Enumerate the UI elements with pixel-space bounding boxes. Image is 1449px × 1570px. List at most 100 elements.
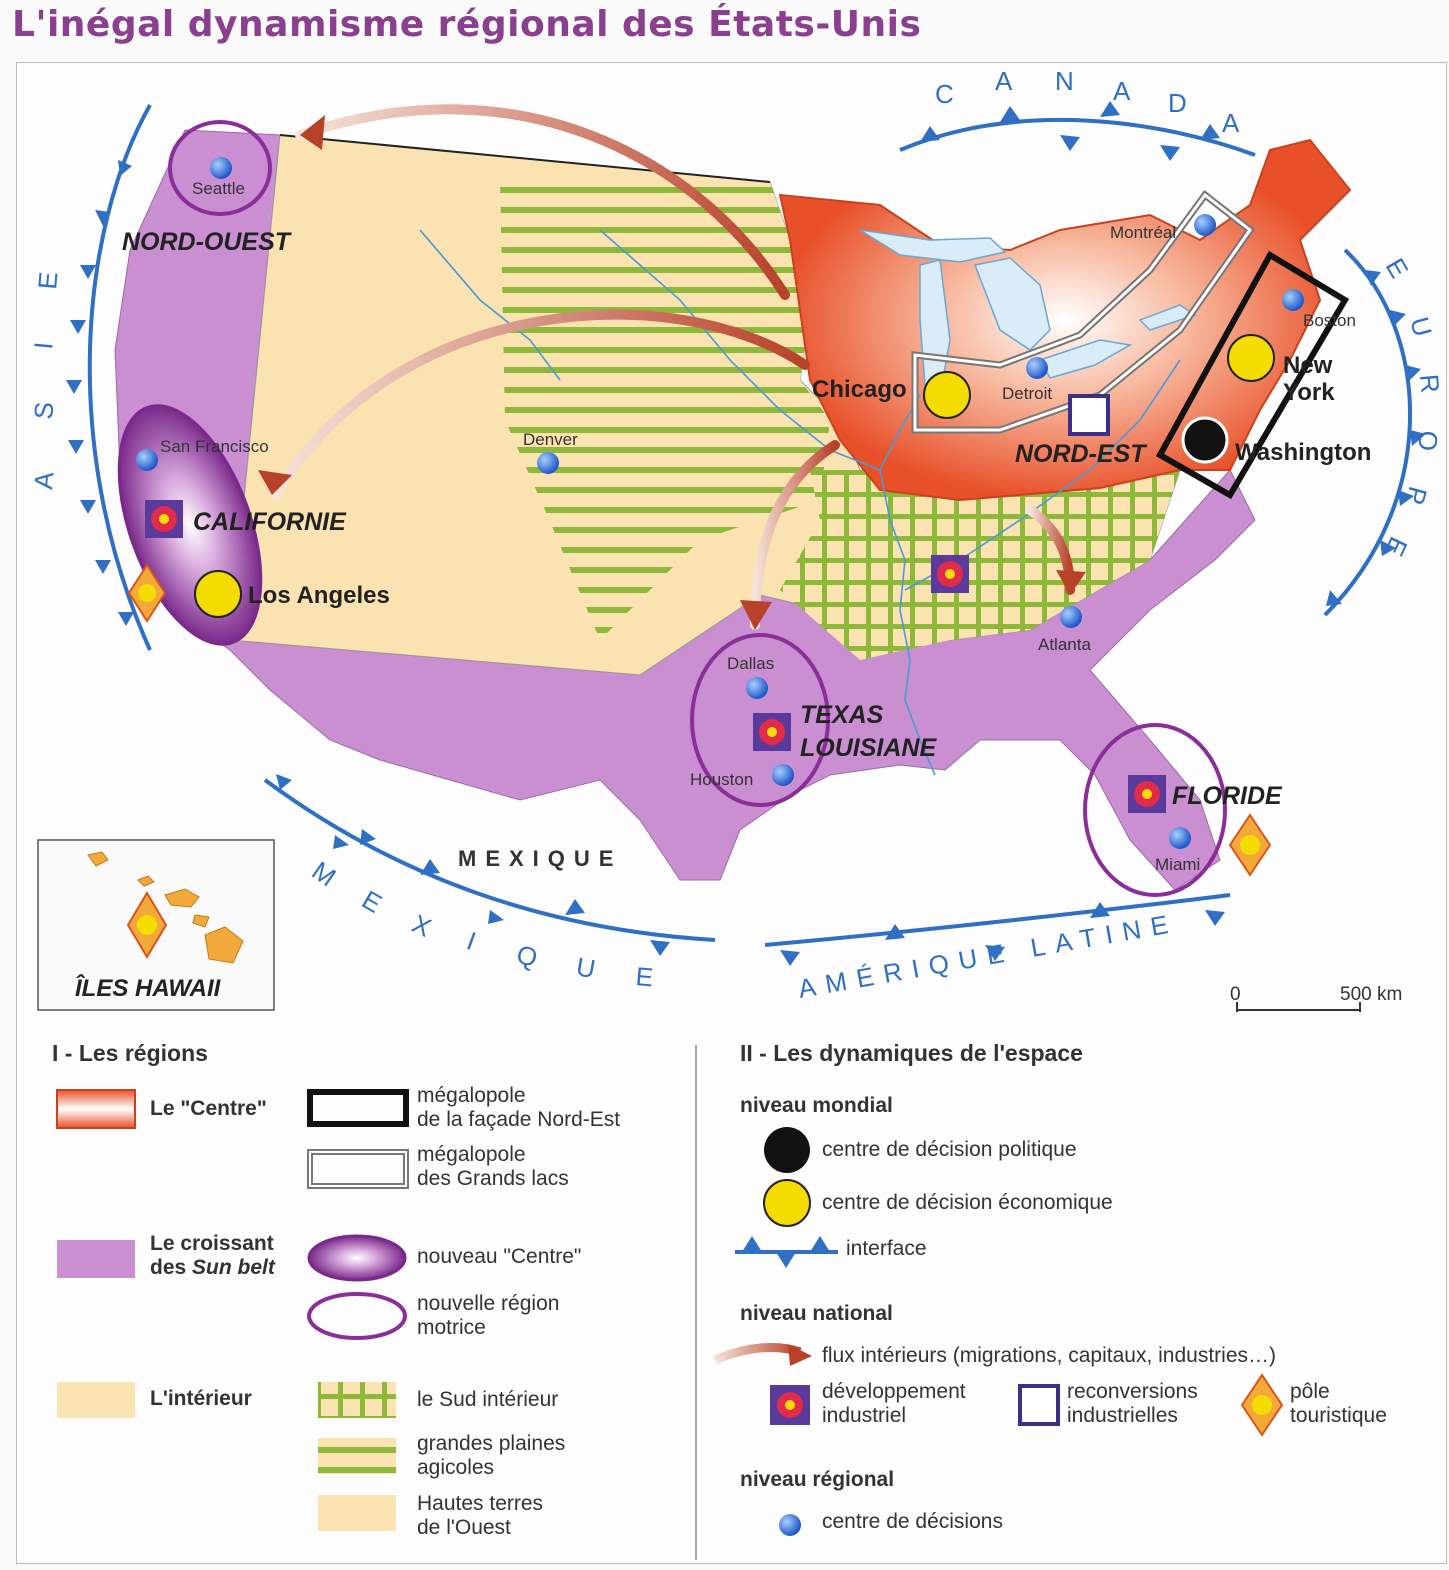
swatch-pole bbox=[1240, 1373, 1284, 1437]
legend-centre-decisions: centre de décisions bbox=[822, 1510, 1003, 1533]
city-dot-detroit bbox=[1026, 357, 1048, 379]
scale-label: 500 km bbox=[1340, 984, 1402, 1005]
asie-e: E bbox=[32, 271, 63, 291]
city-miami: Miami bbox=[1155, 855, 1200, 874]
industrial-dev-ca bbox=[145, 500, 183, 538]
swatch-economique bbox=[763, 1179, 811, 1227]
industrial-dev-south bbox=[931, 555, 969, 593]
asie-a: A bbox=[28, 470, 59, 491]
city-dot-boston bbox=[1282, 289, 1304, 311]
tourist-pole-ca bbox=[127, 563, 167, 623]
interface-canada bbox=[899, 118, 1256, 157]
legend-swatches bbox=[56, 1089, 1284, 1536]
canada-d: D bbox=[1168, 88, 1187, 118]
asie-s: S bbox=[28, 401, 59, 421]
region-floride: FLORIDE bbox=[1172, 782, 1283, 810]
eco-centre-ny bbox=[1227, 334, 1275, 382]
city-atlanta: Atlanta bbox=[1038, 635, 1091, 654]
swatch-flux bbox=[713, 1342, 812, 1366]
city-dot-denver bbox=[537, 452, 559, 474]
scale-bar bbox=[1236, 1002, 1361, 1012]
asie-i: I bbox=[28, 341, 59, 351]
legend-interface: interface bbox=[846, 1237, 927, 1260]
swatch-recon bbox=[1018, 1384, 1060, 1426]
rivers bbox=[419, 229, 1181, 776]
industrial-dev-texas bbox=[753, 713, 791, 751]
city-dot-dallas bbox=[746, 677, 768, 699]
europe-o: O bbox=[1412, 429, 1444, 452]
legend-niveau-national: niveau national bbox=[740, 1302, 893, 1325]
tourist-pole-hawaii bbox=[126, 891, 168, 959]
texas-circle bbox=[690, 633, 830, 807]
region-texas: TEXAS bbox=[800, 701, 884, 729]
canada-border bbox=[279, 134, 771, 183]
legend-section-1: I - Les régions bbox=[52, 1040, 208, 1066]
legend-niveau-mondial: niveau mondial bbox=[740, 1094, 893, 1117]
eco-centre-la bbox=[194, 570, 242, 618]
city-dot-sf bbox=[136, 449, 158, 471]
city-detroit: Detroit bbox=[1002, 384, 1052, 403]
svg-text:X: X bbox=[407, 908, 435, 943]
label-hawaii: ÎLES HAWAII bbox=[75, 974, 222, 1002]
south-interior-region bbox=[780, 470, 1180, 660]
legend-sud-interieur: le Sud intérieur bbox=[417, 1388, 559, 1411]
svg-text:E: E bbox=[634, 961, 654, 992]
city-montreal: Montréal bbox=[1110, 223, 1176, 242]
swatch-politique bbox=[764, 1127, 810, 1173]
political-centre-washington bbox=[1181, 416, 1229, 464]
svg-text:I: I bbox=[463, 925, 480, 956]
svg-text:Q: Q bbox=[513, 939, 540, 973]
city-dot-atlanta bbox=[1060, 606, 1082, 628]
hawaii-islands bbox=[87, 851, 244, 964]
swatch-sunbelt bbox=[57, 1240, 135, 1278]
flux-arrow-ca bbox=[270, 309, 810, 500]
city-dot-houston bbox=[772, 764, 794, 786]
label-canada: C A N A D A bbox=[935, 66, 1240, 138]
swatch-interieur bbox=[57, 1382, 135, 1418]
industrial-dev-floride bbox=[1128, 775, 1166, 813]
tourist-pole-floride bbox=[1228, 813, 1272, 877]
megalopole-nord-est bbox=[1155, 250, 1350, 500]
city-york: York bbox=[1283, 379, 1335, 406]
swatch-nouveau-centre bbox=[307, 1234, 407, 1282]
centre-region bbox=[778, 138, 1352, 502]
city-sf: San Francisco bbox=[160, 437, 269, 456]
flux-arrow-nw bbox=[295, 104, 790, 300]
label-europe: E U R O P E bbox=[1379, 253, 1445, 561]
label-asie: A S I E bbox=[28, 271, 63, 491]
scale-zero: 0 bbox=[1230, 984, 1241, 1005]
europe-u: U bbox=[1404, 314, 1438, 340]
swatch-dev bbox=[770, 1385, 810, 1425]
svg-text:M: M bbox=[307, 855, 342, 892]
legend-flux: flux intérieurs (migrations, capitaux, i… bbox=[822, 1344, 1277, 1367]
city-houston: Houston bbox=[690, 770, 753, 789]
legend-interieur: L'intérieur bbox=[150, 1387, 252, 1410]
canada-a1: A bbox=[995, 66, 1013, 96]
flux-arrows bbox=[258, 104, 1086, 630]
europe-r: R bbox=[1414, 373, 1446, 394]
swatch-interface bbox=[735, 1236, 838, 1268]
canada-a2: A bbox=[1113, 76, 1131, 106]
city-dallas: Dallas bbox=[727, 654, 774, 673]
europe-e: E bbox=[1380, 253, 1415, 283]
legend-decision-economique: centre de décision économique bbox=[822, 1191, 1113, 1214]
city-chicago: Chicago bbox=[812, 376, 907, 403]
label-mexique-inner: MEXIQUE bbox=[458, 846, 622, 871]
interface-europe bbox=[1323, 248, 1412, 617]
region-louisiane: LOUISIANE bbox=[800, 734, 937, 762]
nord-ouest-circle bbox=[168, 120, 272, 216]
europe-e2: E bbox=[1379, 532, 1414, 560]
svg-text:E: E bbox=[357, 884, 387, 919]
interface-mexique bbox=[263, 778, 716, 942]
region-nord-est: NORD-EST bbox=[1015, 440, 1148, 468]
eco-centre-chicago bbox=[923, 371, 971, 419]
svg-text:U: U bbox=[574, 951, 598, 984]
region-nord-ouest: NORD-OUEST bbox=[122, 228, 293, 256]
europe-p: P bbox=[1400, 483, 1433, 508]
